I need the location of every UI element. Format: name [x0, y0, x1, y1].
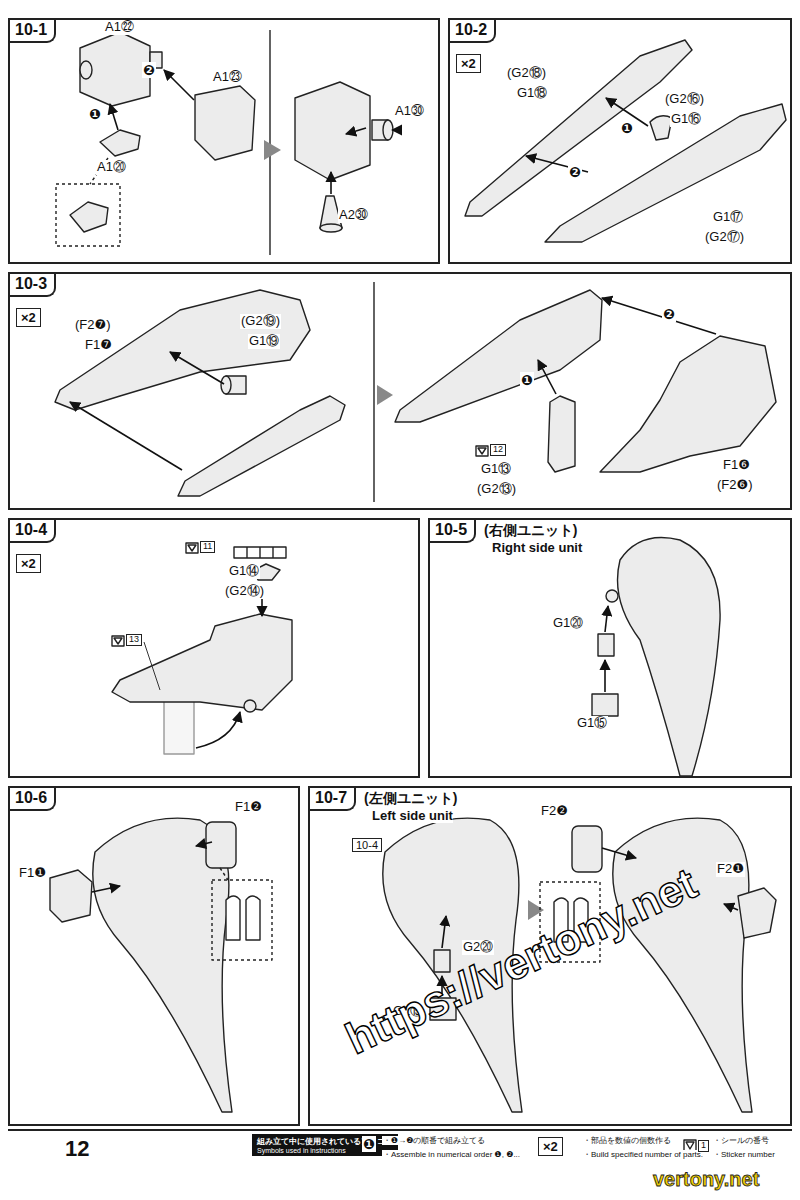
part-number: A1㉓ — [212, 70, 243, 85]
part-number: F1❷ — [234, 800, 263, 815]
page-number: 12 — [64, 1136, 90, 1161]
quantity-box: ×2 — [538, 1137, 563, 1156]
part-number: F1❶ — [18, 866, 47, 881]
part-number: F2❶ — [716, 862, 745, 877]
step-number: 10-7 — [310, 788, 356, 811]
step-order-number: ❷ — [568, 164, 582, 180]
step-number: 10-4 — [10, 520, 56, 543]
quantity-box: ×2 — [16, 308, 41, 327]
step-heading: (右側ユニット) — [484, 522, 577, 540]
legend-text: ・Sticker number — [712, 1150, 776, 1159]
part-number: (G2⑯) — [664, 92, 705, 107]
sticker-number: 12 — [490, 444, 506, 456]
step-order-number: ❷ — [142, 62, 156, 78]
quantity-box: ×2 — [16, 554, 41, 573]
sticker-number: 13 — [126, 634, 142, 646]
part-number: G1⑭ — [228, 564, 260, 579]
part-number: G1⑳ — [552, 616, 584, 631]
sticker-number: 1 — [698, 1140, 709, 1152]
step-order-number: ❷ — [662, 306, 676, 322]
step-reference-box: 10-4 — [352, 838, 382, 852]
part-number: F1❻ — [722, 458, 751, 473]
part-number: G1⑯ — [670, 112, 702, 127]
part-number: A1⑳ — [96, 160, 127, 175]
box-text: ×2 — [543, 1139, 558, 1154]
step-panel: 10-6 — [8, 786, 300, 1126]
legend-text: ・❶→❷の順番で組み立てる — [382, 1136, 486, 1145]
watermark: vertony.net — [652, 1168, 760, 1191]
part-number: G1⑰ — [712, 210, 744, 225]
step-heading: Left side unit — [372, 808, 453, 823]
legend-text: ・部品を数値の個数作る — [582, 1136, 672, 1145]
step-panel: 10-2 ×2 — [448, 18, 792, 264]
step-order-number: ❶ — [520, 372, 534, 388]
part-number: F2❷ — [540, 804, 569, 819]
step-panel: 10-5 (右側ユニット)Right side unit — [428, 518, 792, 778]
part-number: (G2⑰) — [704, 230, 745, 245]
part-number: (G2⑭) — [224, 584, 265, 599]
step-number: 10-3 — [10, 274, 56, 297]
legend-text: ・Assemble in numerical order ❶, ❷... — [382, 1150, 521, 1159]
legend-text: ・シールの番号 — [712, 1136, 770, 1145]
step-heading: Right side unit — [492, 540, 582, 555]
part-number: A1㉚ — [394, 104, 425, 119]
part-number: G1⑮ — [576, 716, 608, 731]
step-order-number: ❶ — [88, 106, 102, 122]
step-order-number: ❶ — [620, 120, 634, 136]
step-number: 10-2 — [450, 20, 496, 43]
quantity-box: ×2 — [456, 54, 481, 73]
part-number: (F2❼) — [74, 318, 111, 333]
legend-text: ・Build specified number of parts. — [582, 1150, 704, 1159]
part-number: G1⑱ — [516, 86, 548, 101]
step-number: 10-1 — [10, 20, 56, 43]
part-number: (F2❻) — [716, 478, 753, 493]
part-number: (G2⑲) — [240, 314, 281, 329]
step-number: 10-5 — [430, 520, 476, 543]
step-number: 10-6 — [10, 788, 56, 811]
step-heading: (左側ユニット) — [364, 790, 457, 808]
box-text: ×2 — [21, 556, 36, 571]
part-number: (G2⑱) — [506, 66, 547, 81]
step-panel: 10-1 — [8, 18, 440, 264]
part-number: G1⑬ — [480, 462, 512, 477]
box-text: ×2 — [461, 56, 476, 71]
sticker-number: 11 — [200, 541, 215, 553]
box-text: 10-4 — [356, 839, 378, 851]
box-text: ×2 — [21, 310, 36, 325]
step-panel: 10-4 ×2 — [8, 518, 420, 778]
step-order-number: ❶ — [362, 1136, 376, 1152]
part-number: A2㉚ — [338, 208, 369, 223]
part-number: F1❼ — [84, 338, 113, 353]
part-number: A1㉒ — [104, 20, 135, 35]
part-number: G1⑲ — [248, 334, 280, 349]
icon-legend-box: 組み立て中に使用されているアイコンSymbols used in instruc… — [252, 1134, 398, 1156]
part-number: (G2⑬) — [476, 482, 517, 497]
